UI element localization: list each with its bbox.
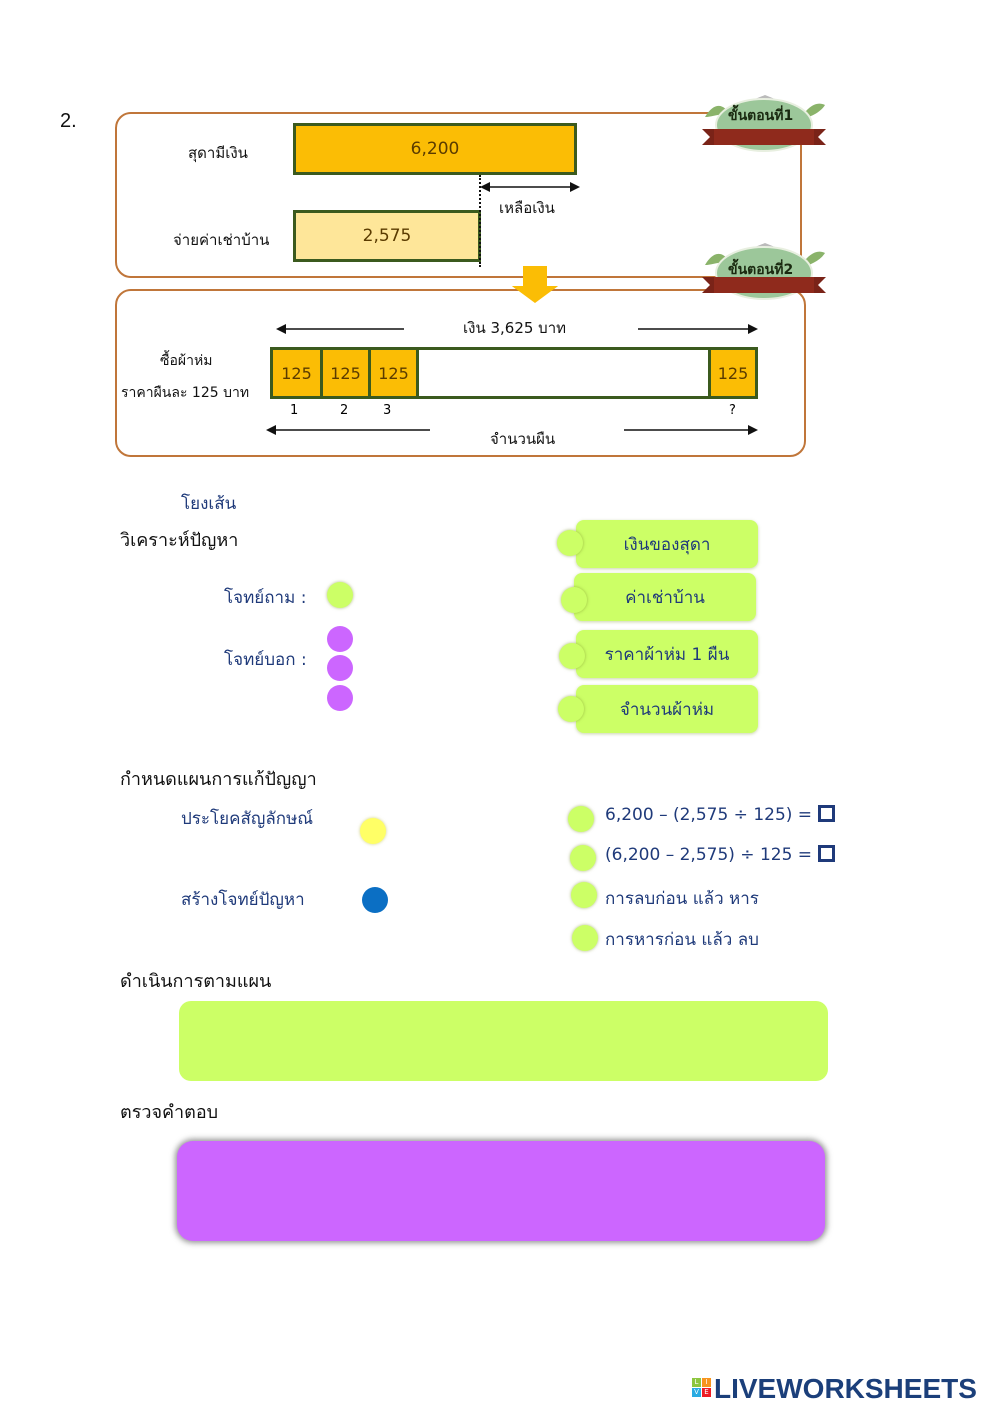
plan-option-1[interactable]: 6,200 – (2,575 ÷ 125) = <box>605 805 836 825</box>
option-label: ราคาผ้าห่ม 1 ผืน <box>604 644 730 665</box>
asked-connector-dot[interactable] <box>327 582 353 608</box>
step1-total-value: 6,200 <box>410 139 460 159</box>
plan-option-dot[interactable] <box>571 882 597 908</box>
step1-total-bar: 6,200 <box>293 123 577 175</box>
step2-badge: ขั้นตอนที่2 <box>700 243 826 303</box>
option-connector-dot[interactable] <box>557 530 583 556</box>
option-blanket-price[interactable]: ราคาผ้าห่ม 1 ผืน <box>576 630 758 678</box>
execute-answer-input[interactable] <box>179 1001 828 1081</box>
option-label: เงินของสุดา <box>623 534 711 555</box>
blanket-segment: 125 <box>371 350 419 396</box>
count-arrow-left-icon <box>266 425 430 435</box>
execute-title: ดำเนินการตามแผน <box>120 971 272 992</box>
option-house-rent[interactable]: ค่าเช่าบ้าน <box>574 573 756 621</box>
segment-index: 3 <box>383 403 392 418</box>
liveworksheets-logo-text: LIVEWORKSHEETS <box>714 1373 977 1404</box>
badge-ornament-icon <box>702 243 826 300</box>
remainder-label: เหลือเงิน <box>499 199 555 217</box>
liveworksheets-logo-icon: L I V E <box>692 1378 712 1398</box>
step1-row2-label: จ่ายค่าเช่าบ้าน <box>173 231 270 249</box>
logo-letter: E <box>702 1388 711 1397</box>
analyze-title: วิเคราะห์ปัญหา <box>120 530 239 551</box>
blanket-bar: 125 125 125 125 <box>270 347 758 399</box>
step1-rent-bar: 2,575 <box>293 210 481 262</box>
option-connector-dot[interactable] <box>559 643 585 669</box>
total-label: เงิน 3,625 บาท <box>463 319 567 337</box>
sentence-label: ประโยคสัญลักษณ์ <box>181 809 314 829</box>
plan-option-label: (6,200 – 2,575) ÷ 125 = <box>605 845 813 865</box>
logo-letter: L <box>692 1378 701 1387</box>
step1-badge: ขั้นตอนที่1 <box>700 95 826 155</box>
option-label: ค่าเช่าบ้าน <box>625 587 705 608</box>
blanket-segment: 125 <box>273 350 323 396</box>
logo-letter: V <box>692 1388 701 1397</box>
plan-option-label: 6,200 – (2,575 ÷ 125) = <box>605 805 813 825</box>
step1-rent-value: 2,575 <box>362 226 412 246</box>
logo-letter: I <box>702 1378 711 1387</box>
given-connector-dot-1[interactable] <box>327 626 353 652</box>
segment-index: 2 <box>340 403 349 418</box>
dotted-divider <box>479 175 481 267</box>
create-label: สร้างโจทย์ปัญหา <box>181 890 305 910</box>
blanket-segment-last: 125 <box>708 350 755 396</box>
plan-option-4[interactable]: การหารก่อน แล้ว ลบ <box>605 930 759 950</box>
given-connector-dot-2[interactable] <box>327 655 353 681</box>
remainder-arrow-icon <box>480 182 580 192</box>
segment-index-unknown: ? <box>729 403 736 418</box>
step1-row1-label: สุดามีเงิน <box>188 144 248 162</box>
price-label: ราคาผืนละ 125 บาท <box>121 385 250 401</box>
sentence-connector-dot[interactable] <box>360 818 386 844</box>
instructions-label: โยงเส้น <box>181 494 237 514</box>
option-label: จำนวนผ้าห่ม <box>619 699 715 720</box>
plan-title: กำหนดแผนการแก้ปัญญา <box>120 769 317 790</box>
asked-label: โจทย์ถาม : <box>224 588 307 608</box>
blanket-segment: 125 <box>323 350 371 396</box>
option-sudas-money[interactable]: เงินของสุดา <box>576 520 758 568</box>
option-connector-dot[interactable] <box>558 696 584 722</box>
total-arrow-right-icon <box>638 324 758 334</box>
option-blanket-count[interactable]: จำนวนผ้าห่ม <box>576 685 758 733</box>
create-connector-dot[interactable] <box>362 887 388 913</box>
plan-option-dot[interactable] <box>568 806 594 832</box>
check-answer-input[interactable] <box>177 1141 825 1241</box>
given-connector-dot-3[interactable] <box>327 685 353 711</box>
answer-box-icon <box>818 805 836 822</box>
question-number: 2. <box>60 110 77 132</box>
check-title: ตรวจคำตอบ <box>120 1102 219 1123</box>
answer-box-icon <box>818 845 836 862</box>
count-arrow-right-icon <box>624 425 758 435</box>
plan-option-3[interactable]: การลบก่อน แล้ว หาร <box>605 889 759 909</box>
step1-badge-label: ขั้นตอนที่1 <box>728 108 794 124</box>
given-label: โจทย์บอก : <box>224 650 307 670</box>
segment-index: 1 <box>290 403 299 418</box>
count-label: จำนวนผืน <box>490 430 556 448</box>
plan-option-dot[interactable] <box>572 925 598 951</box>
badge-ornament-icon <box>702 95 826 152</box>
option-connector-dot[interactable] <box>561 587 587 613</box>
step2-badge-label: ขั้นตอนที่2 <box>728 262 794 278</box>
plan-option-2[interactable]: (6,200 – 2,575) ÷ 125 = <box>605 845 836 865</box>
blanket-label: ซื้อผ้าห่ม <box>160 353 213 369</box>
plan-option-dot[interactable] <box>570 845 596 871</box>
total-arrow-left-icon <box>276 324 404 334</box>
down-arrow-tip-icon <box>512 286 558 303</box>
